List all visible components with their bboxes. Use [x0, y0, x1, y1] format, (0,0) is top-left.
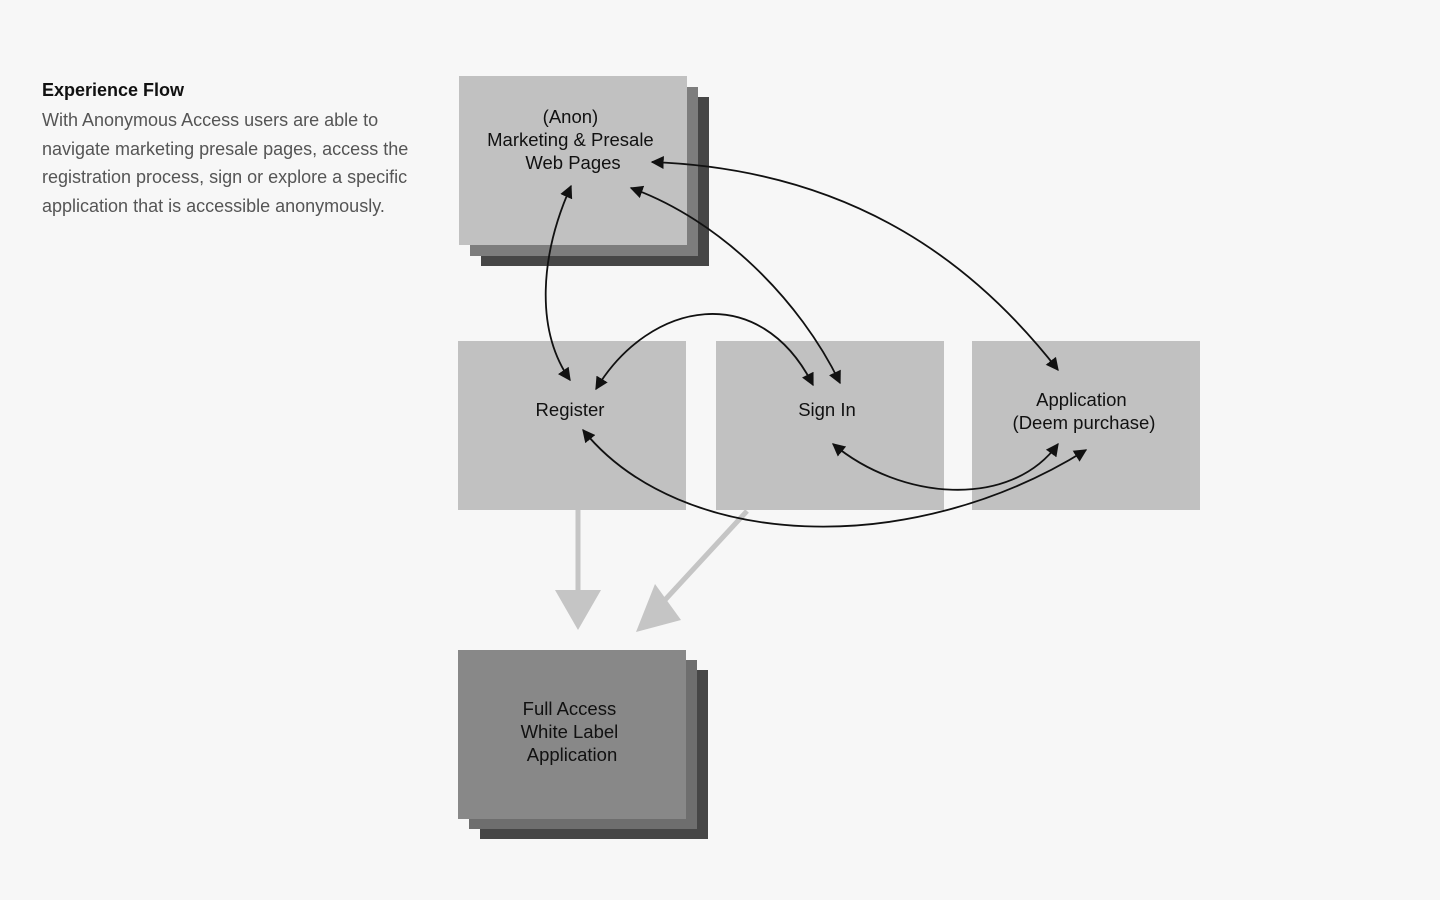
signin-label: Sign In	[798, 399, 856, 420]
node-register: Register	[458, 341, 686, 510]
flow-arrows	[555, 509, 749, 632]
flow-arrow-register-head	[555, 590, 601, 630]
signin-label-line-1: Sign In	[798, 399, 856, 420]
node-signin: Sign In	[716, 341, 944, 510]
full-access-label: Full Access White Label Application	[521, 698, 624, 765]
connectors	[544, 155, 1088, 528]
intro-panel: Experience Flow With Anonymous Access us…	[42, 80, 442, 221]
register-box	[458, 341, 686, 510]
intro-title: Experience Flow	[42, 80, 185, 100]
full-access-label-line-1: Full Access	[523, 698, 617, 719]
connector-marketing-register	[544, 184, 573, 382]
register-label: Register	[536, 399, 605, 420]
node-full-access: Full Access White Label Application	[458, 650, 708, 839]
full-access-label-line-2: White Label	[521, 721, 619, 742]
signin-box	[716, 341, 944, 510]
full-access-box	[458, 650, 686, 819]
application-label: Application (Deem purchase)	[1013, 389, 1156, 433]
marketing-label-line-1: (Anon)	[543, 106, 599, 127]
application-label-line-1: Application	[1036, 389, 1127, 410]
intro-description: With Anonymous Access users are able to …	[42, 110, 409, 217]
full-access-label-line-3: Application	[527, 744, 618, 765]
connector-register-signin	[595, 313, 814, 391]
flow-arrow-signin-shaft	[662, 509, 749, 603]
node-marketing: (Anon) Marketing & Presale Web Pages	[459, 76, 709, 266]
node-application: Application (Deem purchase)	[972, 341, 1200, 510]
connector-marketing-application	[650, 155, 1059, 372]
marketing-label-line-2: Marketing & Presale	[487, 129, 654, 150]
connector-signin-application	[832, 442, 1059, 491]
flow-arrow-signin-head	[636, 584, 681, 632]
connector-register-application	[582, 428, 1088, 528]
marketing-label: (Anon) Marketing & Presale Web Pages	[487, 106, 659, 173]
application-label-line-2: (Deem purchase)	[1013, 412, 1156, 433]
register-label-line-1: Register	[536, 399, 605, 420]
marketing-label-line-3: Web Pages	[525, 152, 620, 173]
